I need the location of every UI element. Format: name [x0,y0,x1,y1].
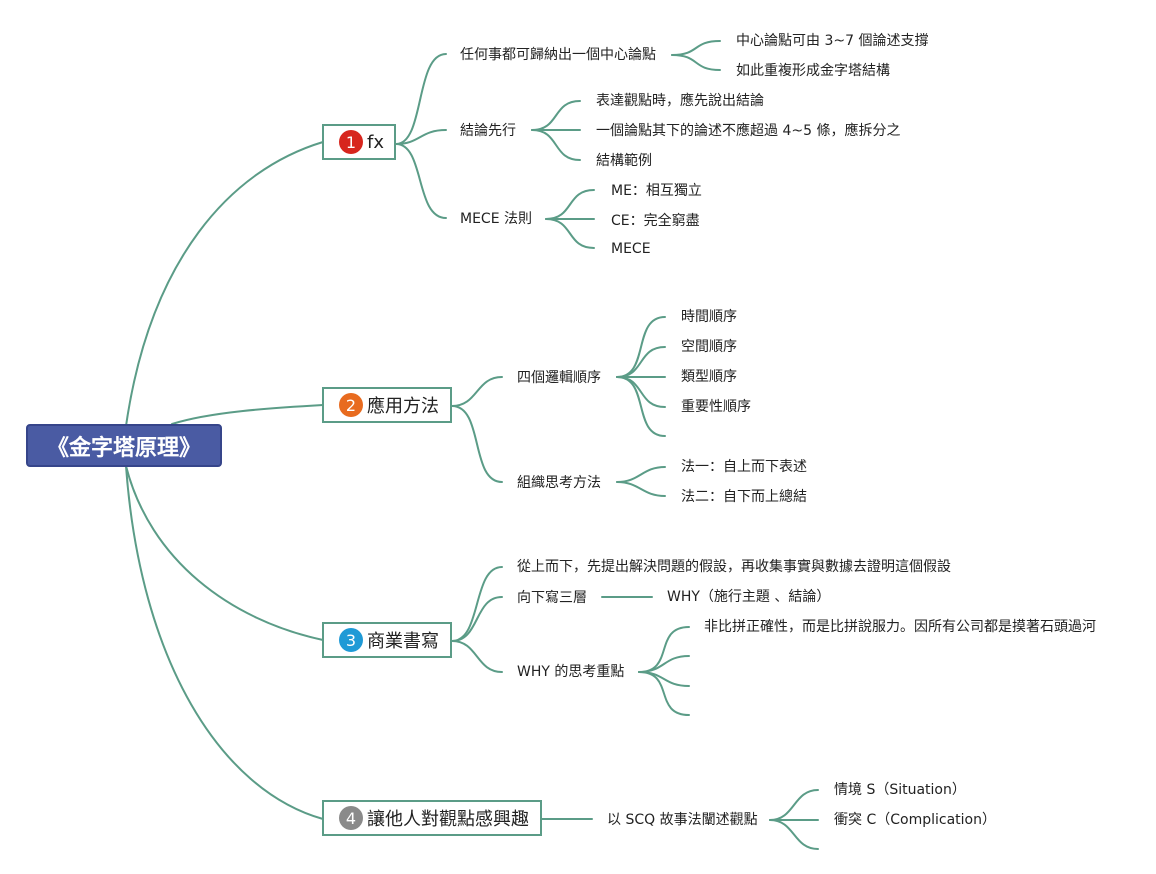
branch-2-title: 應用方法 [367,396,439,417]
topic-scq[interactable]: 以 SCQ 故事法闡述觀點 [607,812,758,828]
topic-order-time[interactable]: 時間順序 [681,309,737,325]
topic-mece[interactable]: MECE 法則 [460,211,532,227]
connector-root-branch-3 [125,465,324,641]
topic-mece-ce[interactable]: CE：完全窮盡 [611,213,700,229]
connector-b1-c1-g2 [671,54,721,71]
branch-1-title: fx [367,131,384,153]
connector-b2-c1-g2 [616,346,666,378]
connector-b4-c1-g3 [769,819,819,850]
topic-method-bottom-up[interactable]: 法二：自下而上總結 [681,489,807,505]
connector-b1-c2 [395,129,447,145]
branch-4-title: 讓他人對觀點感興趣 [367,809,529,830]
number-3-icon: 3 [339,628,363,652]
topic-three-layers[interactable]: 向下寫三層 [517,590,587,606]
branch-1-node[interactable]: 1 fx [322,124,396,160]
connector-b2-c1-g5 [616,376,666,437]
number-4-icon: 4 [339,806,363,830]
connector-root-branch-4 [125,465,324,820]
topic-method-top-down[interactable]: 法一：自上而下表述 [681,459,807,475]
number-2-icon: 2 [339,393,363,417]
topic-order-type[interactable]: 類型順序 [681,369,737,385]
root-node[interactable]: 《金字塔原理》 [26,424,222,467]
topic-hypothesis[interactable]: 從上而下，先提出解決問題的假設，再收集事實與數據去證明這個假設 [517,559,951,575]
topic-conclusion-first-3[interactable]: 結構範例 [596,153,652,169]
connector-root-branch-1 [125,141,324,427]
connector-b1-c3-g3 [545,218,595,249]
branch-4-node[interactable]: 4 讓他人對觀點感興趣 [322,800,542,836]
topic-central-point-support[interactable]: 中心論點可由 3~7 個論述支撐 [736,33,929,49]
connector-b2-c2 [451,405,503,483]
topic-organize-thinking[interactable]: 組織思考方法 [517,475,601,491]
topic-four-orders[interactable]: 四個邏輯順序 [517,370,601,386]
connector-b3-c3 [451,640,503,673]
connector-b2-c1 [451,376,503,407]
connector-b3-c3-g3 [638,671,690,687]
connector-b2-c1-g4 [616,376,666,408]
topic-conclusion-first[interactable]: 結論先行 [460,123,516,139]
connector-b1-c3 [395,143,447,219]
topic-conclusion-first-1[interactable]: 表達觀點時，應先說出結論 [596,93,764,109]
connector-b1-c3-g1 [545,189,595,220]
connector-b3-c2 [451,596,503,642]
topic-pyramid-structure[interactable]: 如此重複形成金字塔結構 [736,63,890,79]
connector-b2-c2-g2 [616,481,666,497]
topic-complication[interactable]: 衝突 C（Complication） [834,812,996,828]
connector-b3-c1 [451,566,503,642]
topic-why-theme[interactable]: WHY（施行主題 、結論） [667,589,831,605]
topic-conclusion-first-2[interactable]: 一個論點其下的論述不應超過 4~5 條，應拆分之 [596,123,901,139]
topic-mece-me[interactable]: ME：相互獨立 [611,183,702,199]
topic-order-importance[interactable]: 重要性順序 [681,399,751,415]
connector-b1-c2-g3 [531,129,581,161]
root-title: 《金字塔原理》 [46,435,201,461]
connector-b1-c2-g1 [531,100,581,131]
connector-b1-c1-g1 [671,40,721,56]
connector-root-branch-2 [171,404,324,425]
connector-b3-c3-g2 [638,655,690,673]
topic-why-focus[interactable]: WHY 的思考重點 [517,664,625,680]
branch-3-title: 商業書寫 [367,631,439,652]
topic-order-space[interactable]: 空間順序 [681,339,737,355]
connector-b2-c2-g1 [616,466,666,483]
topic-mece-mece[interactable]: MECE [611,241,651,257]
connector-b1-c1 [395,53,447,145]
connector-b3-c3-g1 [638,626,690,673]
branch-2-node[interactable]: 2 應用方法 [322,387,452,423]
topic-situation[interactable]: 情境 S（Situation） [834,782,966,798]
topic-persuasion[interactable]: 非比拼正確性，而是比拼說服力。因所有公司都是摸著石頭過河 [704,619,1096,635]
branch-3-node[interactable]: 3 商業書寫 [322,622,452,658]
number-1-icon: 1 [339,130,363,154]
connector-b3-c3-g4 [638,671,690,716]
topic-central-point[interactable]: 任何事都可歸納出一個中心論點 [460,47,656,63]
connector-b4-c1-g1 [769,789,819,821]
